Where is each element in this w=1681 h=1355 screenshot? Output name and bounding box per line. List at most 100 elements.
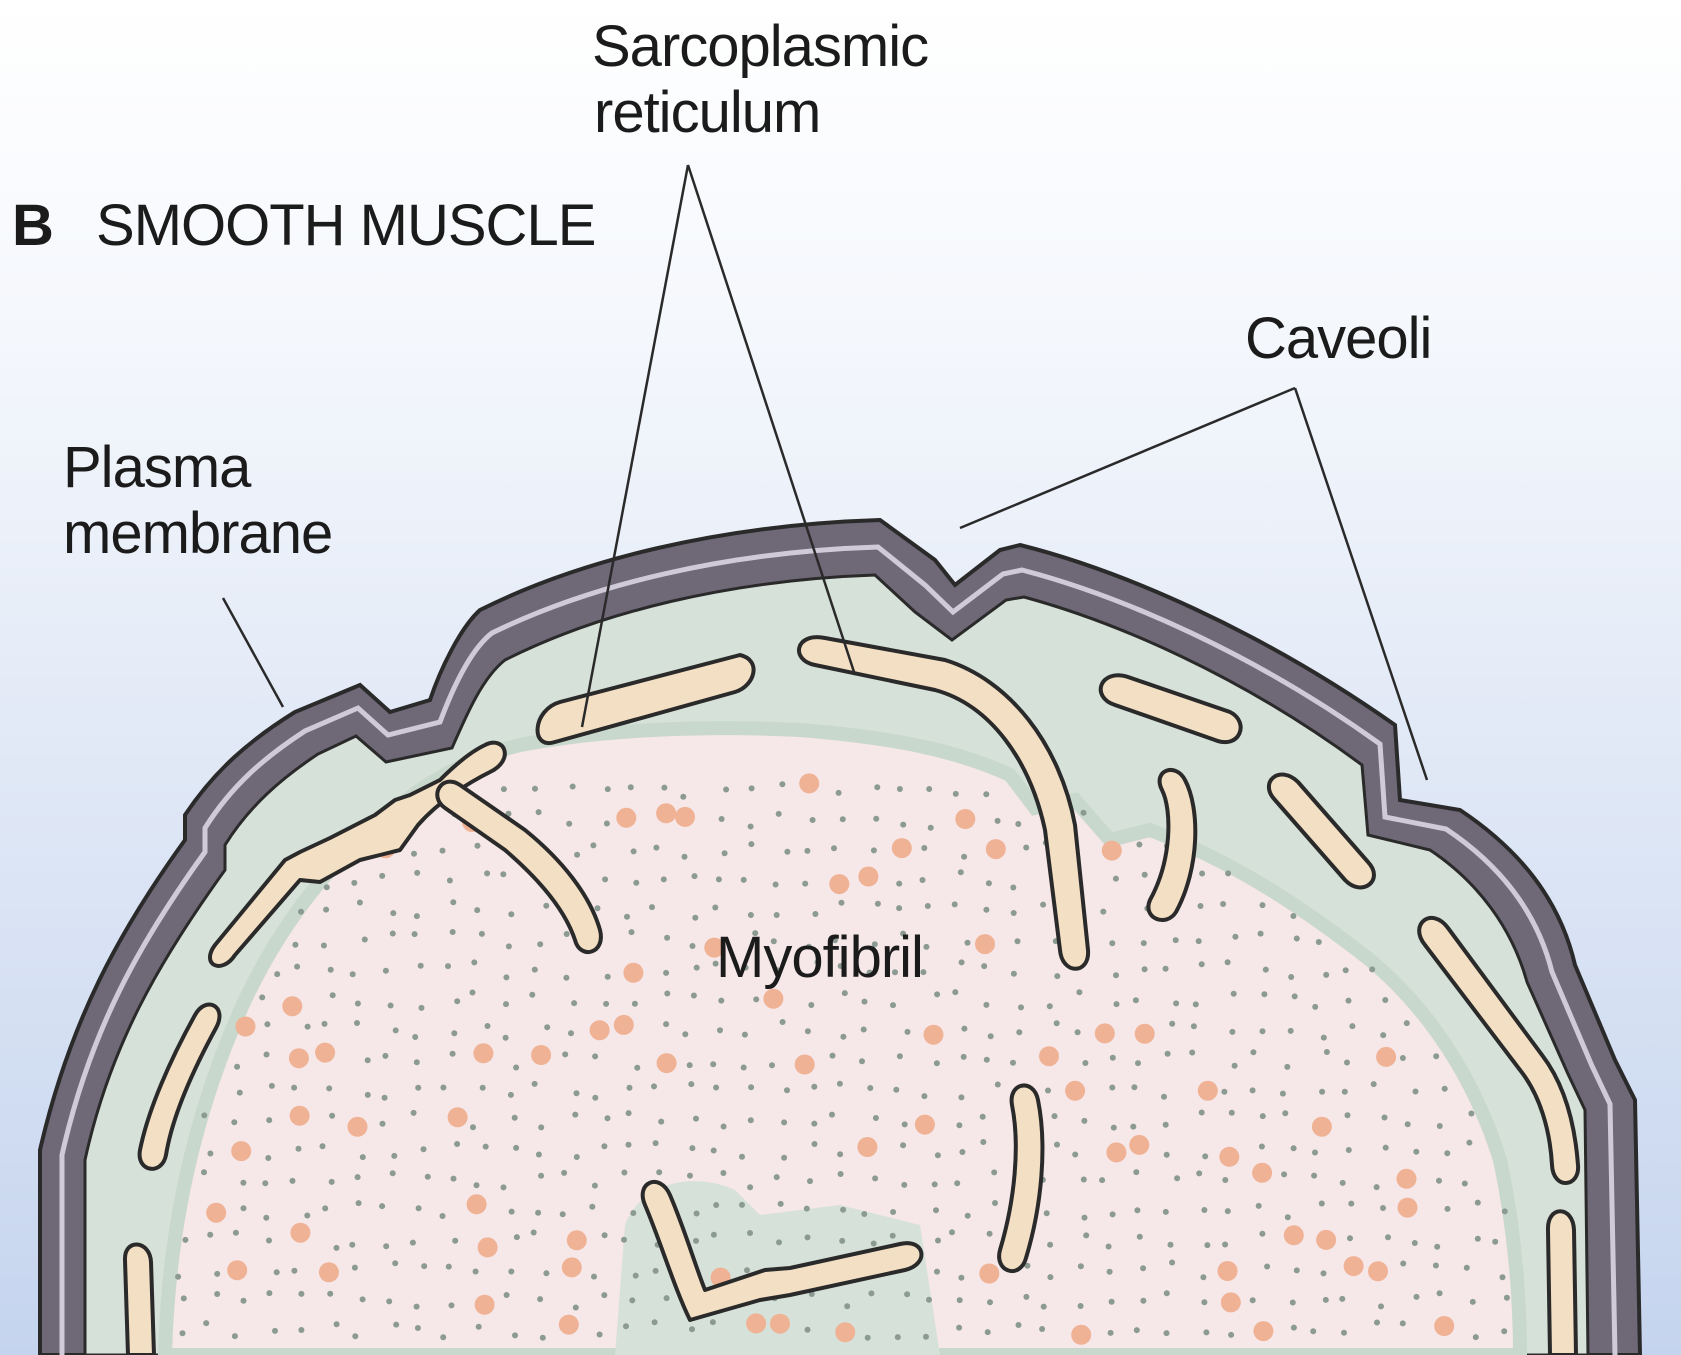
myofibril-dot xyxy=(983,907,989,913)
myofibril-dot xyxy=(352,1333,358,1339)
myofibril-dot xyxy=(1321,1035,1327,1041)
myofibril-dot xyxy=(419,1005,425,1011)
myofibril-dot xyxy=(207,1232,213,1238)
myofibril-dot xyxy=(1072,1152,1078,1158)
myofibril-dot xyxy=(1261,991,1267,997)
myofibril-dot xyxy=(868,1290,874,1296)
myofibril-dot xyxy=(811,1121,817,1127)
myofibril-dot xyxy=(1288,974,1294,980)
myofibril-dense-body xyxy=(975,934,995,954)
myofibril-dot xyxy=(804,848,810,854)
myofibril-dot xyxy=(1256,1203,1262,1209)
myofibril-dot xyxy=(805,1234,811,1240)
panel-title: SMOOTH MUSCLE xyxy=(96,193,595,258)
myofibril-dot xyxy=(836,790,842,796)
myofibril-dot xyxy=(1201,1299,1207,1305)
myofibril-dot xyxy=(781,1119,787,1125)
myofibril-dot xyxy=(321,943,327,949)
myofibril-dot xyxy=(603,1001,609,1007)
myofibril-dot xyxy=(291,1085,297,1091)
myofibril-dot xyxy=(1109,1085,1115,1091)
myofibril-dot xyxy=(1054,1020,1060,1026)
myofibril-dot xyxy=(355,1174,361,1180)
myofibril-dot xyxy=(290,1178,296,1184)
myofibril-dot xyxy=(574,1090,580,1096)
myofibril-dot xyxy=(414,913,420,919)
myofibril-dot xyxy=(1294,936,1300,942)
myofibril-dot xyxy=(201,1112,207,1118)
myofibril-dot xyxy=(935,1238,941,1244)
myofibril-dense-body xyxy=(1071,1325,1091,1345)
myofibril-dense-body xyxy=(763,989,783,1009)
myofibril-dot xyxy=(1047,1242,1053,1248)
myofibril-dot xyxy=(1382,997,1388,1003)
myofibril-dot xyxy=(1018,1004,1024,1010)
myofibril-dot xyxy=(414,870,420,876)
myofibril-dot xyxy=(241,1298,247,1304)
myofibril-dot xyxy=(454,998,460,1004)
myofibril-dot xyxy=(680,794,686,800)
myofibril-dot xyxy=(1434,1244,1440,1250)
myofibril-dot xyxy=(360,1154,366,1160)
myofibril-dot xyxy=(329,1179,335,1185)
myofibril-dot xyxy=(509,1209,515,1215)
myofibril-dot xyxy=(1131,1084,1137,1090)
myofibril-dot xyxy=(739,1154,745,1160)
myofibril-dot xyxy=(1168,1242,1174,1248)
myofibril-dot xyxy=(923,944,929,950)
myofibril-dot xyxy=(326,1085,332,1091)
myofibril-dot xyxy=(713,1202,719,1208)
myofibril-dot xyxy=(412,1034,418,1040)
myofibril-dense-body xyxy=(467,1194,487,1214)
myofibril-dot xyxy=(839,900,845,906)
panel-heading: B SMOOTH MUSCLE xyxy=(12,193,595,259)
myofibril-dot xyxy=(535,1210,541,1216)
myofibril-dot xyxy=(1348,1201,1354,1207)
myofibril-dense-body xyxy=(657,1053,677,1073)
caveoli-label: Caveoli xyxy=(1245,306,1431,372)
myofibril-dot xyxy=(1133,997,1139,1003)
myofibril-dot xyxy=(543,1270,549,1276)
myofibril-dot xyxy=(571,1000,577,1006)
myofibril-dot xyxy=(1473,1334,1479,1340)
myofibril-dot xyxy=(592,1095,598,1101)
myofibril-dot xyxy=(952,989,958,995)
myofibril-dot xyxy=(721,1124,727,1130)
myofibril-dot xyxy=(744,1267,750,1273)
myofibril-dot xyxy=(1316,939,1322,945)
myofibril-dot xyxy=(1173,1000,1179,1006)
myofibril-dot xyxy=(1045,1088,1051,1094)
myofibril-dot xyxy=(1291,1325,1297,1331)
myofibril-dot xyxy=(812,911,818,917)
myofibril-dot xyxy=(475,843,481,849)
myofibril-dot xyxy=(1044,1210,1050,1216)
myofibril-dot xyxy=(329,1113,335,1119)
myofibril-dot xyxy=(633,880,639,886)
myofibril-dot xyxy=(298,1291,304,1297)
myofibril-dot xyxy=(322,1205,328,1211)
myofibril-dot xyxy=(474,907,480,913)
myofibril-dense-body xyxy=(206,1203,226,1223)
myofibril-dot xyxy=(1264,1264,1270,1270)
myofibril-dense-body xyxy=(1397,1169,1417,1189)
myofibril-dot xyxy=(1369,966,1375,972)
myofibril-dot xyxy=(1225,1208,1231,1214)
myofibril-dot xyxy=(656,1169,662,1175)
myofibril-dot xyxy=(296,1146,302,1152)
myofibril-dot xyxy=(711,1232,717,1238)
myofibril-dot xyxy=(987,1299,993,1305)
myofibril-dot xyxy=(214,1291,220,1297)
myofibril-dot xyxy=(390,1170,396,1176)
myofibril-dot xyxy=(902,1121,908,1127)
myofibril-dot xyxy=(531,1230,537,1236)
myofibril-dot xyxy=(935,1152,941,1158)
myofibril-dot xyxy=(690,943,696,949)
myofibril-dot xyxy=(536,809,542,815)
myofibril-dot xyxy=(1374,1320,1380,1326)
myofibril-dot xyxy=(1134,1207,1140,1213)
myofibril-dot xyxy=(653,845,659,851)
myofibril-dot xyxy=(538,1173,544,1179)
myofibril-dot xyxy=(810,817,816,823)
myofibril-dot xyxy=(1110,1055,1116,1061)
myofibril-dot xyxy=(1282,1110,1288,1116)
